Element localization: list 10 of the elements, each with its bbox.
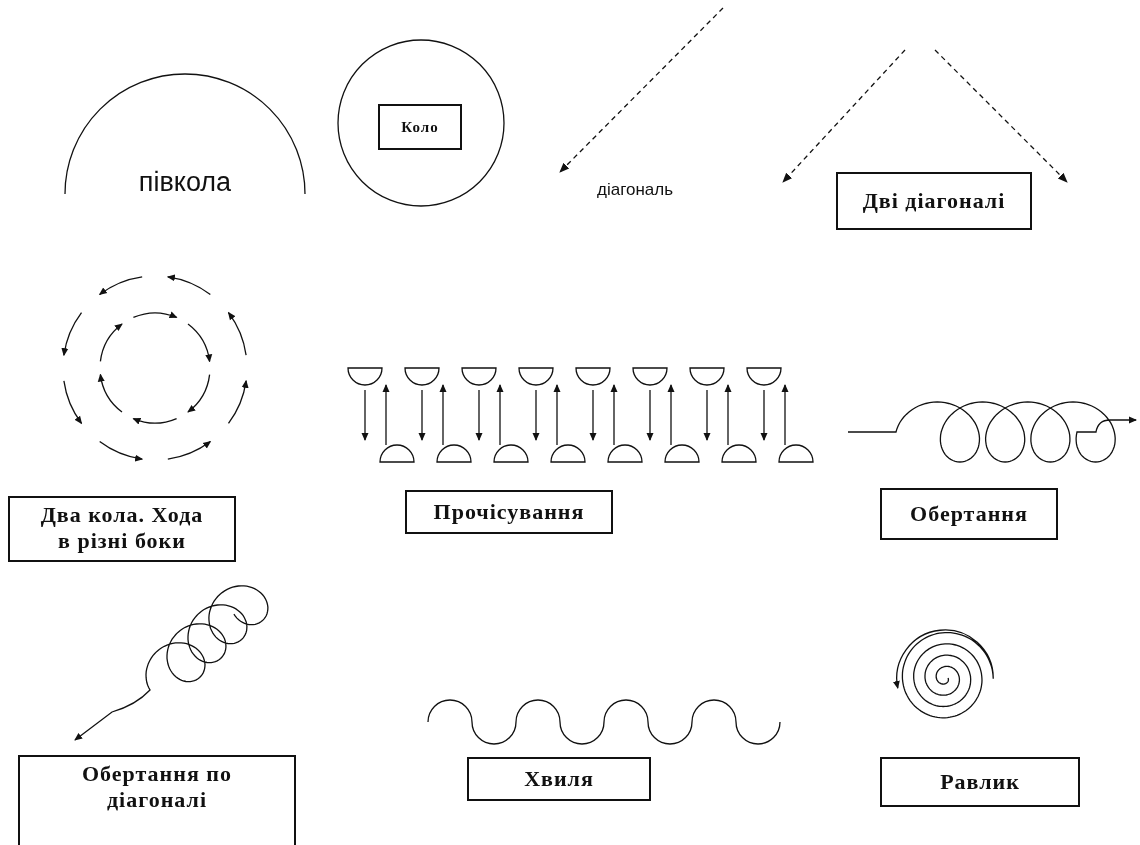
caption-text: діагональ	[597, 180, 674, 200]
label-box: Хвиля	[467, 757, 651, 801]
label-box: Два кола. Хода в різні боки	[8, 496, 236, 562]
label-box: Обертання по діагоналі	[18, 755, 296, 845]
label-box: Дві діагоналі	[836, 172, 1032, 230]
label-box: Равлик	[880, 757, 1080, 807]
circle-shape	[336, 38, 506, 208]
label-box: Коло	[378, 104, 462, 150]
label-box: Прочісування	[405, 490, 613, 534]
label-box: Обертання	[880, 488, 1058, 540]
